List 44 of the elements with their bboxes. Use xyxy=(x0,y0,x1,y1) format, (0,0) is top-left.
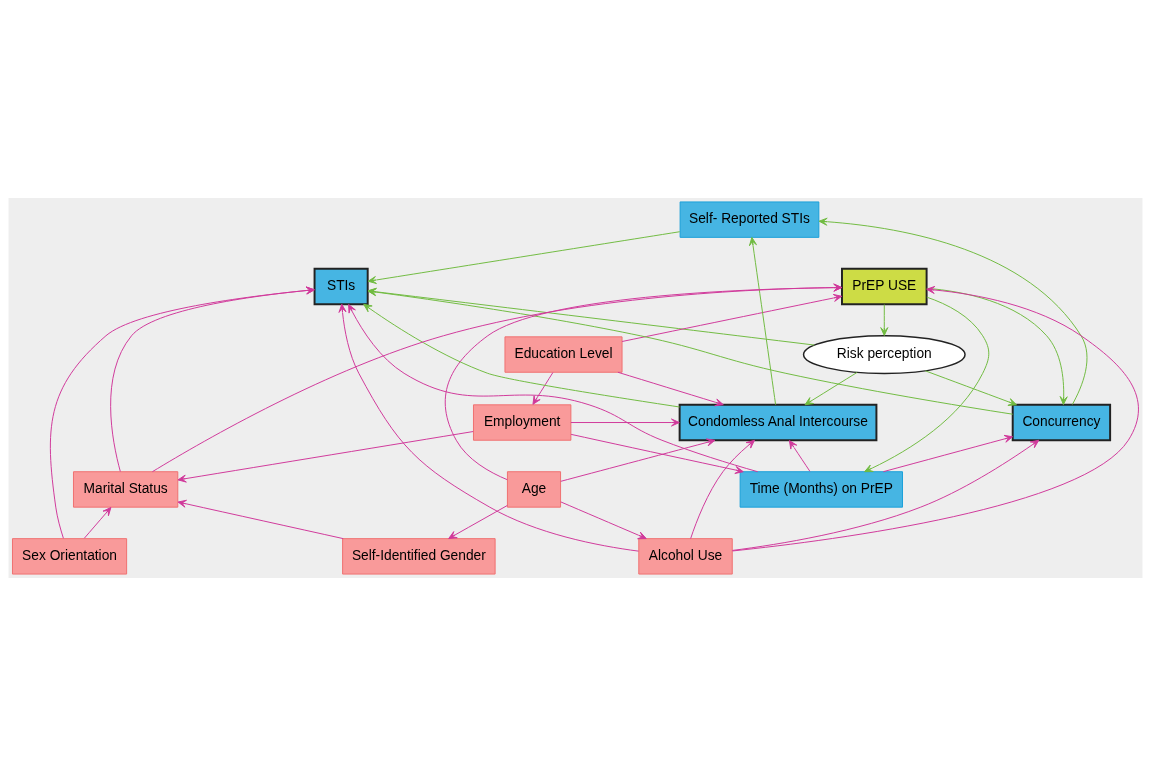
arrow xyxy=(788,439,811,472)
arrow xyxy=(731,439,1040,551)
node-box: Condomless Anal Intercourse xyxy=(678,403,878,441)
node-box: Alcohol Use xyxy=(638,537,733,575)
arrow xyxy=(880,303,889,336)
arrow xyxy=(448,504,508,539)
node-box: Time (Months) on PrEP xyxy=(739,470,903,508)
arrow xyxy=(348,303,759,472)
arrow xyxy=(177,430,474,483)
arrow xyxy=(363,303,681,407)
arrow xyxy=(367,230,681,284)
arrow xyxy=(367,287,1014,415)
arrow xyxy=(621,293,843,342)
arrow xyxy=(924,369,1017,406)
arrow xyxy=(560,500,647,539)
node-box: Marital Status xyxy=(73,470,179,508)
node-box: Self-Identified Gender xyxy=(342,537,496,575)
arrow xyxy=(532,371,554,405)
arrow xyxy=(570,418,680,427)
arrow xyxy=(804,371,858,405)
arrow xyxy=(818,217,1088,405)
node-box: Self- Reported STIs xyxy=(679,200,820,238)
arrow xyxy=(338,303,639,552)
node-box: Education Level xyxy=(504,335,623,373)
arrow xyxy=(690,439,755,539)
arrow xyxy=(560,437,716,482)
node-box: PrEP USE xyxy=(841,267,928,305)
node-box: Concurrency xyxy=(1011,403,1112,441)
arrow xyxy=(732,285,1139,551)
arrow xyxy=(444,283,843,480)
arrow xyxy=(83,506,112,539)
node-box: Age xyxy=(506,470,562,508)
node-box: Employment xyxy=(473,403,572,441)
node-box: Sex Orientation xyxy=(12,537,128,575)
arrow xyxy=(926,287,1068,405)
arrow xyxy=(367,287,815,346)
arrow xyxy=(864,296,990,472)
node-ellipse: Risk perception xyxy=(802,334,966,374)
arrow xyxy=(617,371,724,406)
arrow xyxy=(882,434,1014,472)
arrow xyxy=(749,236,777,405)
arrow xyxy=(570,433,744,474)
arrow xyxy=(177,499,344,539)
node-box: STIs xyxy=(313,267,369,305)
